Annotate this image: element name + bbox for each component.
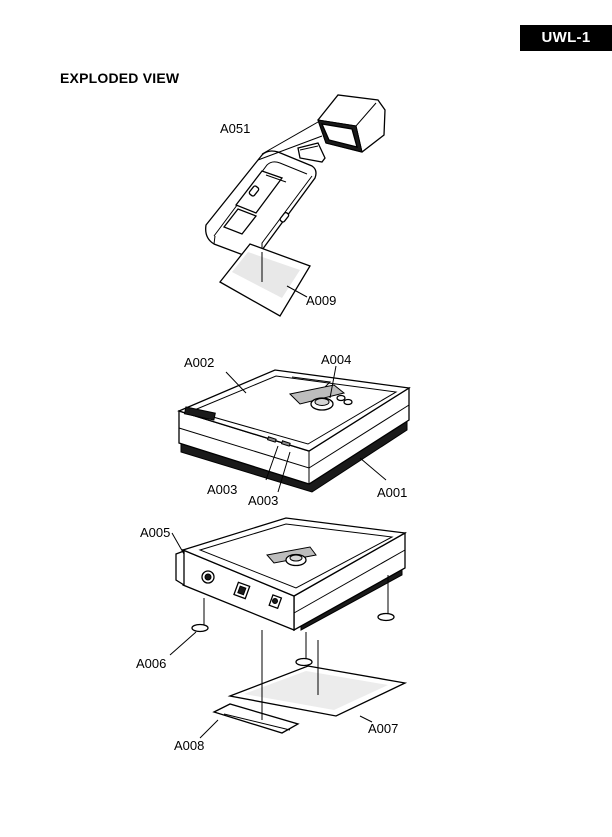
callout-a008: A008 <box>174 738 204 753</box>
led-indicators-a003 <box>266 436 291 447</box>
callout-a007: A007 <box>368 721 398 736</box>
model-code-badge: UWL-1 <box>520 25 612 51</box>
callout-a004: A004 <box>321 352 351 367</box>
callout-a001: A001 <box>377 485 407 500</box>
sync-button-a004 <box>310 397 334 411</box>
base-station-top-assembly <box>177 369 411 493</box>
callout-a051: A051 <box>220 121 250 136</box>
callout-a009: A009 <box>306 293 336 308</box>
rear-jacks <box>201 570 283 610</box>
usb-dongle-body <box>205 142 326 258</box>
callout-a005: A005 <box>140 525 170 540</box>
side-cap-a005 <box>175 550 185 587</box>
usb-cap-a051 <box>317 94 386 153</box>
callout-a003-left: A003 <box>207 482 237 497</box>
callout-a002: A002 <box>184 355 214 370</box>
section-title: EXPLODED VIEW <box>60 70 180 86</box>
usb-dongle-assembly <box>205 94 386 317</box>
top-cover-a002 <box>177 369 411 452</box>
usb-label-plate-a009 <box>219 243 311 317</box>
callout-a003-right: A003 <box>248 493 278 508</box>
callout-a006: A006 <box>136 656 166 671</box>
rubber-feet-a006 <box>191 575 395 667</box>
bottom-label-a008 <box>212 703 300 734</box>
base-station-rear-assembly <box>175 517 408 734</box>
